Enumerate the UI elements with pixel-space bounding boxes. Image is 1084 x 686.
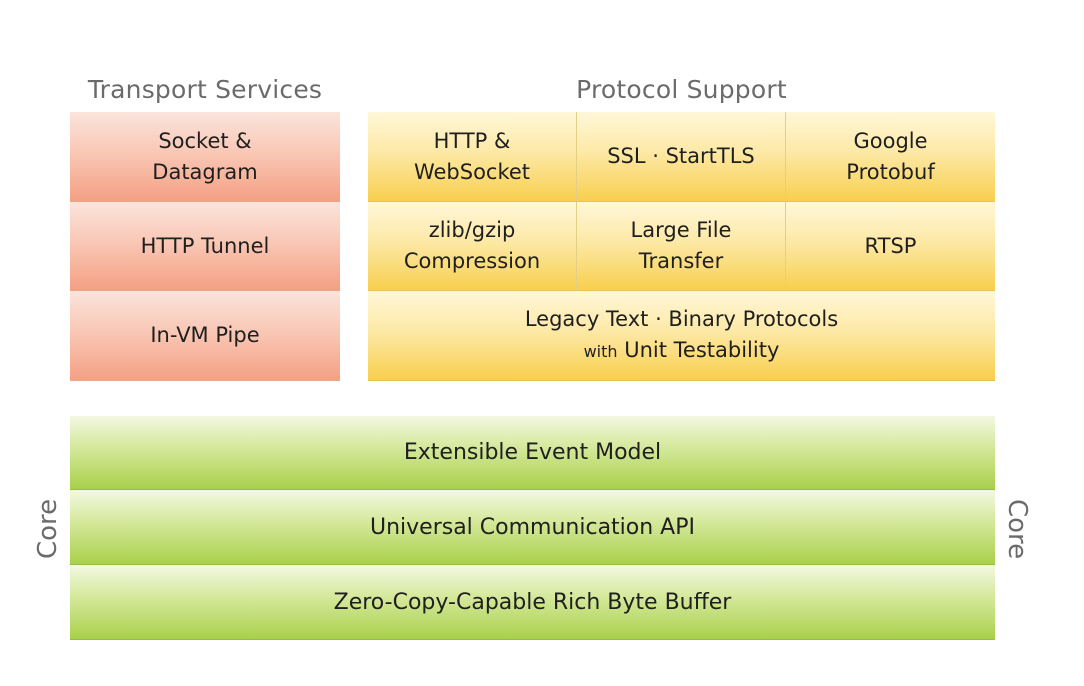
transport-socket-line2: Datagram <box>152 159 258 184</box>
transport-socket-line1: Socket & <box>158 128 252 153</box>
core-communication-api-label: Universal Communication API <box>369 514 695 540</box>
protocol-rtsp: RTSP <box>786 202 995 291</box>
protocol-large-file-transfer: Large File Transfer <box>577 202 786 291</box>
protocol-legacy-line1: Legacy Text · Binary Protocols <box>524 307 839 331</box>
protocol-large-file-line2: Transfer <box>638 249 724 273</box>
core-event-model-label: Extensible Event Model <box>403 440 662 465</box>
transport-in-vm-pipe-label: In-VM Pipe <box>150 323 260 347</box>
transport-in-vm-pipe: In-VM Pipe <box>70 291 340 381</box>
core-communication-api: Universal Communication API <box>70 490 995 565</box>
protocol-large-file-line1: Large File <box>630 218 732 242</box>
protocol-http-line2: WebSocket <box>413 159 531 184</box>
protocol-legacy-unit: Unit Testability <box>624 338 780 362</box>
protocol-zlib-line2: Compression <box>403 249 541 273</box>
protocol-legacy-with: with <box>583 342 618 361</box>
protocol-zlib-gzip: zlib/gzip Compression <box>368 202 577 291</box>
protocol-zlib-line1: zlib/gzip <box>428 218 516 242</box>
protocol-ssl-label: SSL · StartTLS <box>607 144 755 168</box>
core-event-model: Extensible Event Model <box>70 416 995 490</box>
transport-http-tunnel: HTTP Tunnel <box>70 202 340 291</box>
transport-services-heading: Transport Services <box>87 74 323 104</box>
protocol-protobuf-line1: Google <box>853 128 928 153</box>
protocol-ssl-starttls: SSL · StartTLS <box>577 112 786 202</box>
protocol-legacy: Legacy Text · Binary Protocols with Unit… <box>368 291 995 381</box>
core-byte-buffer: Zero-Copy-Capable Rich Byte Buffer <box>70 565 995 640</box>
transport-socket-datagram: Socket & Datagram <box>70 112 340 202</box>
protocol-google-protobuf: Google Protobuf <box>786 112 995 202</box>
core-label-left: Core <box>33 498 63 560</box>
protocol-legacy-line2: with Unit Testability <box>584 335 780 367</box>
protocol-support-heading: Protocol Support <box>576 74 787 104</box>
core-byte-buffer-label: Zero-Copy-Capable Rich Byte Buffer <box>333 589 732 615</box>
protocol-protobuf-line2: Protobuf <box>846 159 935 184</box>
protocol-rtsp-label: RTSP <box>864 233 917 258</box>
protocol-http-websocket: HTTP & WebSocket <box>368 112 577 202</box>
transport-http-tunnel-label: HTTP Tunnel <box>140 233 270 258</box>
core-label-right: Core <box>1002 498 1032 560</box>
protocol-http-line1: HTTP & <box>433 128 511 153</box>
